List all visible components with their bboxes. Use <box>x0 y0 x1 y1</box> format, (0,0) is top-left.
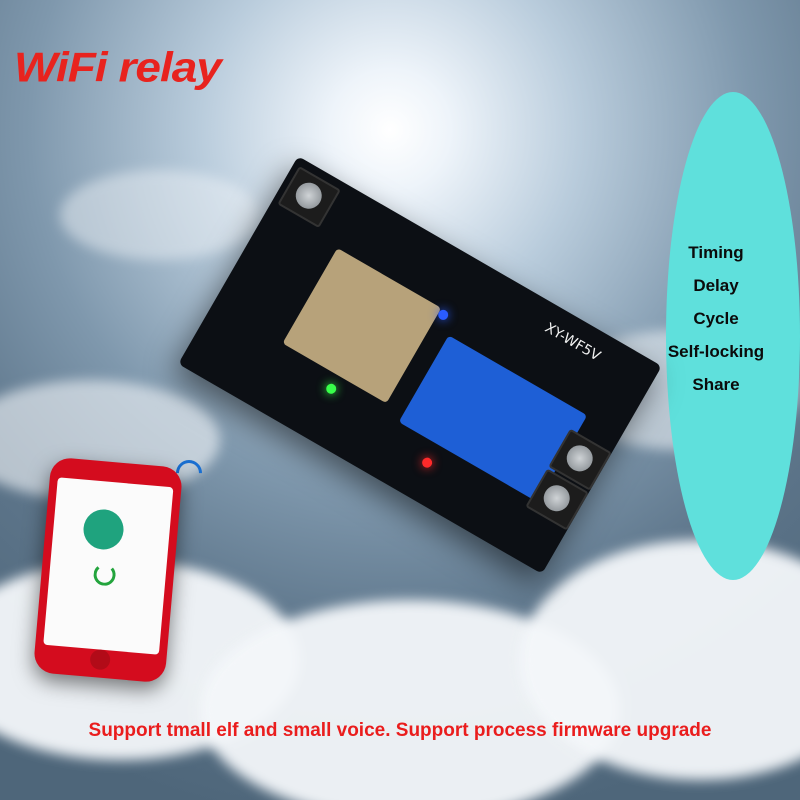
screw-icon <box>290 177 327 214</box>
cloud <box>60 170 260 260</box>
board-label: XY-WF5V <box>541 319 604 365</box>
phone-app-screen <box>43 477 174 655</box>
screw-terminal <box>277 166 341 229</box>
smartphone <box>32 456 184 684</box>
red-led-icon <box>420 455 434 470</box>
feature-item: Share <box>692 375 740 394</box>
feature-item: Timing <box>688 243 744 262</box>
wifi-module <box>282 248 442 404</box>
feature-item: Cycle <box>693 309 739 328</box>
title-part-1: Wi <box>14 43 69 91</box>
screw-icon <box>538 480 575 516</box>
product-title: WiFi relay <box>14 43 222 92</box>
footer-caption: Support tmall elf and small voice. Suppo… <box>88 720 712 741</box>
feature-list: Timing Delay Cycle Self-locking Share <box>648 236 784 401</box>
cloud <box>520 540 800 780</box>
green-led-icon <box>324 381 339 396</box>
screw-icon <box>561 440 598 477</box>
home-button-icon <box>89 648 111 671</box>
feature-item: Delay <box>693 276 739 295</box>
feature-item: Self-locking <box>667 342 765 361</box>
title-part-2: Fi relay <box>67 43 222 91</box>
power-icon <box>92 562 117 587</box>
status-circle-icon <box>81 507 126 552</box>
feature-ellipse <box>666 92 800 580</box>
